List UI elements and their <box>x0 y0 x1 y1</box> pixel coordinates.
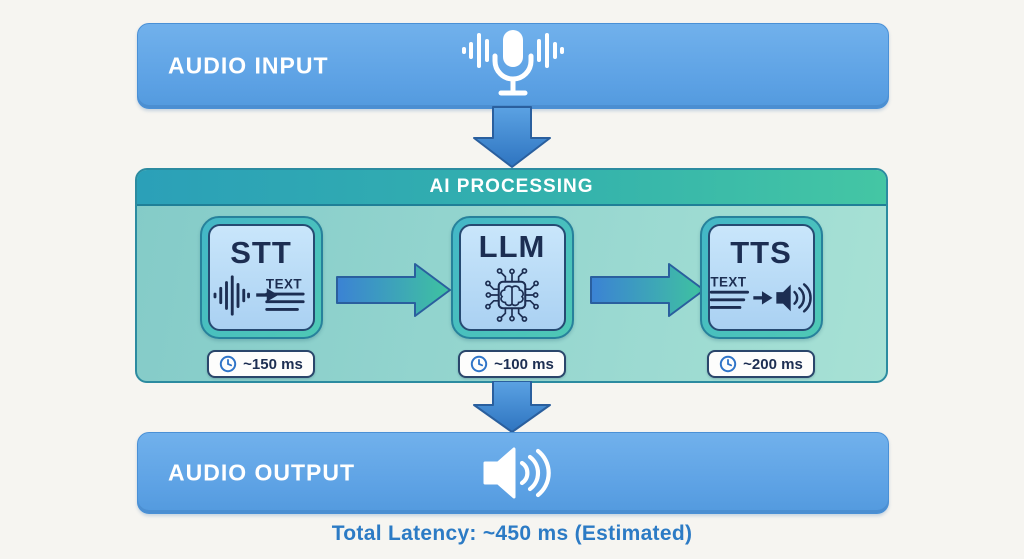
llm-latency-value: ~100 ms <box>494 355 554 373</box>
tts-box: TTS TEXT <box>699 216 823 339</box>
speech-to-text-icon: TEXT <box>213 275 305 316</box>
ai-processing-title: AI PROCESSING <box>429 176 594 197</box>
ai-processing-header: AI PROCESSING <box>137 170 886 206</box>
flow-arrow-stt-to-llm <box>336 263 451 317</box>
svg-text:TEXT: TEXT <box>266 276 303 291</box>
clock-icon <box>470 355 488 373</box>
svg-text:TEXT: TEXT <box>710 274 747 289</box>
stt-title: STT <box>230 235 292 270</box>
audio-input-label: AUDIO INPUT <box>168 52 329 79</box>
audio-output-banner: AUDIO OUTPUT <box>137 432 889 514</box>
llm-box: LLM <box>450 216 574 339</box>
clock-icon <box>219 355 237 373</box>
flow-arrow-processing-to-output <box>473 381 551 433</box>
clock-icon <box>719 355 737 373</box>
stt-latency-value: ~150 ms <box>243 355 303 373</box>
tts-module: TTS TEXT <box>699 216 823 378</box>
brain-chip-icon <box>485 268 539 322</box>
speaker-icon <box>483 447 551 499</box>
audio-output-label: AUDIO OUTPUT <box>168 459 356 486</box>
tts-latency-value: ~200 ms <box>743 355 803 373</box>
tts-title: TTS <box>730 235 792 270</box>
llm-latency-badge: ~100 ms <box>458 350 566 378</box>
stt-box: STT TEXT <box>199 216 323 339</box>
microphone-icon <box>462 30 564 96</box>
llm-module: LLM <box>450 216 574 378</box>
stt-latency-badge: ~150 ms <box>207 350 315 378</box>
llm-title: LLM <box>478 229 546 264</box>
text-to-speech-icon: TEXT <box>709 274 812 313</box>
total-latency-text: Total Latency: ~450 ms (Estimated) <box>331 522 693 545</box>
flow-arrow-input-to-processing <box>473 106 551 168</box>
stt-module: STT TEXT <box>199 216 323 378</box>
flow-arrow-llm-to-tts <box>590 263 705 317</box>
audio-input-banner: AUDIO INPUT <box>137 23 889 109</box>
tts-latency-badge: ~200 ms <box>707 350 815 378</box>
